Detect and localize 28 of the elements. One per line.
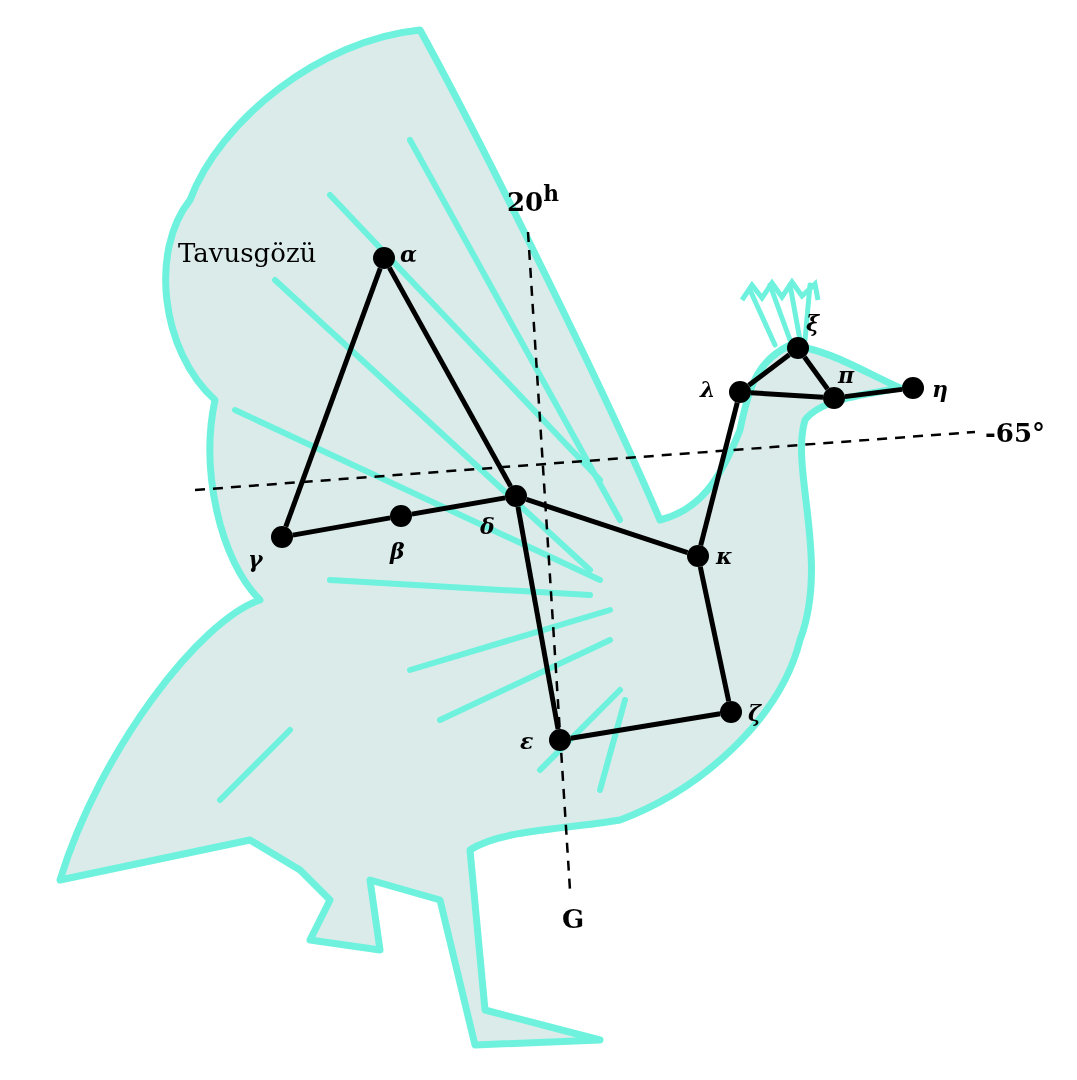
constellation-line [570,711,721,741]
star-dot [729,381,751,403]
star-label: η [932,378,948,400]
galactic-plane-label: G [562,906,585,932]
star-label: κ [716,545,733,567]
star-label: γ [248,548,263,570]
constellation-line [525,497,689,555]
star-label: β [390,540,405,562]
constellation-line [283,267,383,528]
constellation-line [802,355,830,391]
star-label: δ [480,515,495,537]
constellation-line [750,390,824,400]
constellation-line [697,566,732,702]
star-label: λ [700,378,716,400]
star-label: ε [520,730,534,752]
constellation-line [387,266,513,488]
constellation-line [844,386,903,400]
star-name: Tavusgözü [178,240,317,266]
declination-label: -65° [985,420,1045,446]
star-label: α [400,243,417,265]
constellation-line [411,495,506,517]
star-label: π [838,364,855,386]
star-label: ζ [748,702,762,724]
constellation-line [747,352,791,388]
star-dot [902,377,924,399]
constellation-line [515,506,561,730]
constellation-line [292,515,391,538]
constellation-line [698,402,740,546]
